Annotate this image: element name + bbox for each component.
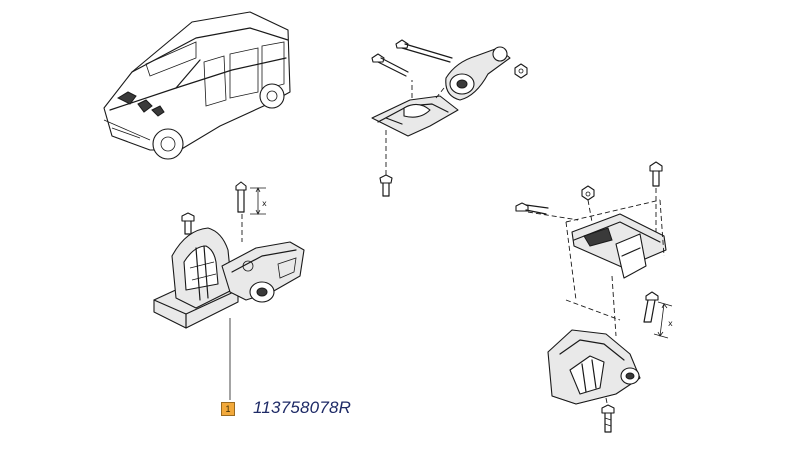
bolt-right-dimension <box>643 291 673 339</box>
bolt-right-bottom <box>601 404 615 433</box>
gearbox-mount-assembly: x <box>515 161 673 433</box>
bolt-short-left <box>181 212 195 235</box>
bolt-long-upper <box>395 39 453 63</box>
bolt-right-side <box>515 202 549 215</box>
dimension-label-right: x <box>668 319 673 328</box>
part-number-label[interactable]: 113758078R <box>253 398 352 417</box>
vehicle-thumbnail <box>103 11 291 160</box>
callout-index-badge[interactable]: 1 <box>221 402 235 416</box>
nut-upper <box>514 63 528 79</box>
bolt-top-left <box>235 181 266 215</box>
torque-rod-bracket <box>371 95 459 137</box>
bolt-right-top <box>649 161 663 187</box>
engine-mount: x <box>153 181 305 400</box>
bolt-short-bracket <box>379 174 393 197</box>
bolt-long-lower <box>371 53 409 77</box>
torque-rod-assembly <box>371 39 528 197</box>
dimension-label-left: x <box>262 199 267 208</box>
nut-right <box>581 185 595 201</box>
